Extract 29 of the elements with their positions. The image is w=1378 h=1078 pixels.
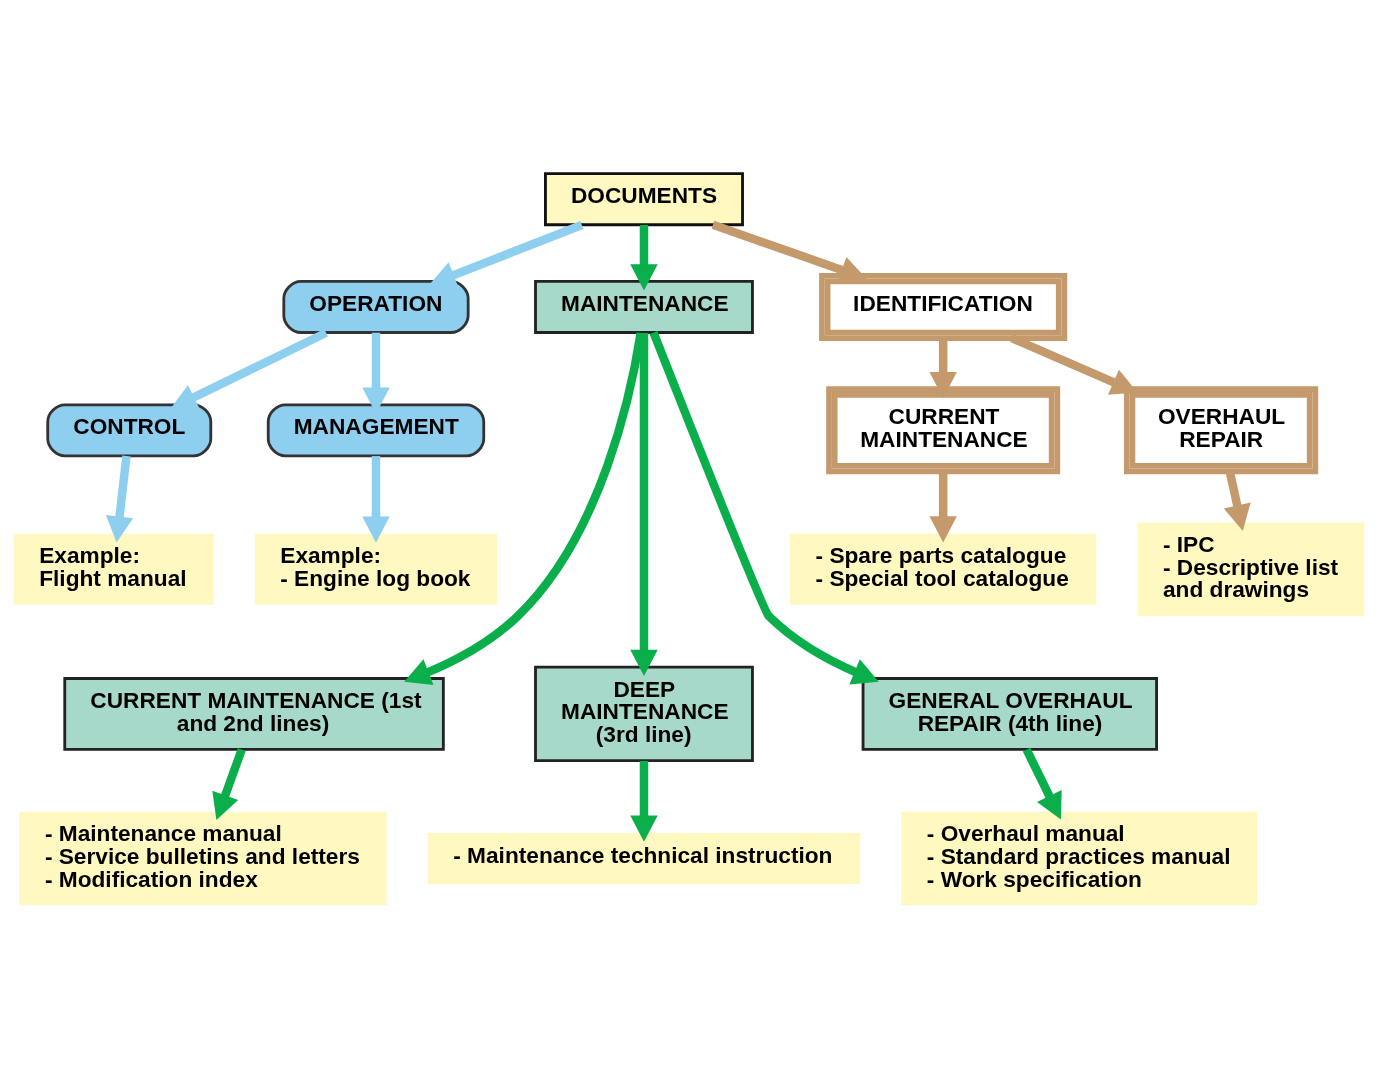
node-box: MANAGEMENT — [266, 402, 486, 457]
arrow — [429, 220, 584, 288]
arrow — [630, 224, 658, 290]
node-box: CURRENT MAINTENANCE — [826, 385, 1061, 474]
node-box: OVERHAUL REPAIR — [1123, 385, 1319, 474]
node-box: - IPC - Descriptive list and drawings — [1137, 522, 1365, 616]
node-box: IDENTIFICATION — [819, 272, 1068, 341]
arrow — [212, 747, 246, 820]
arrow — [649, 330, 879, 685]
arrow — [929, 471, 957, 543]
arrow — [630, 760, 658, 842]
arrow — [362, 455, 390, 543]
arrow — [170, 328, 328, 410]
arrow — [630, 332, 658, 676]
node-box: - Overhaul manual - Standard practices manual - Work specification — [901, 811, 1258, 905]
arrow — [1022, 747, 1062, 820]
node-box: - Spare parts catalogue - Special tool catalogue — [790, 533, 1097, 605]
node-box: Example: Flight manual — [13, 533, 214, 605]
node-box: GENERAL OVERHAUL REPAIR (4th line) — [861, 676, 1158, 751]
node-box: MAINTENANCE — [534, 279, 754, 334]
node-box: OPERATION — [282, 279, 470, 334]
node-box: CURRENT MAINTENANCE (1st and 2nd lines) — [63, 676, 445, 751]
node-box: DEEP MAINTENANCE (3rd line) — [534, 665, 754, 762]
arrow — [105, 455, 134, 543]
node-box: DOCUMENTS — [544, 171, 744, 226]
node-box: - Maintenance technical instruction — [427, 832, 861, 884]
node-box: - Maintenance manual - Service bulletins and letters - Modification index — [19, 811, 387, 905]
node-box: CONTROL — [46, 402, 213, 457]
node-box: Example: - Engine log book — [254, 533, 498, 605]
